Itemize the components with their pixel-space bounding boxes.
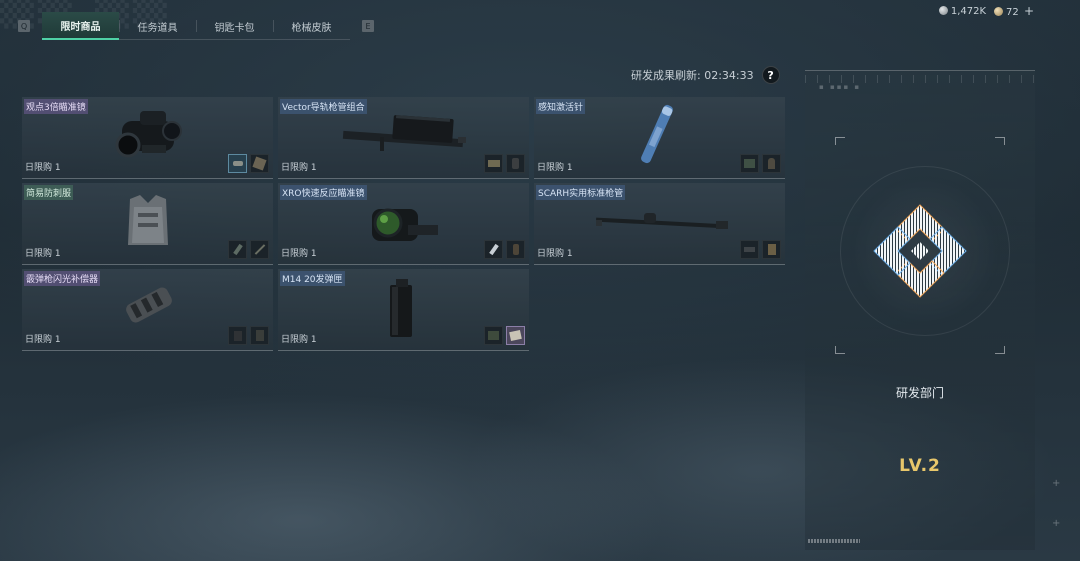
tab-quest-items[interactable]: 任务道具 — [119, 12, 196, 40]
dept-emblem-icon — [873, 204, 967, 298]
vest-icon — [128, 195, 168, 245]
paper-icon[interactable] — [250, 326, 269, 345]
wrapped-package-icon[interactable] — [250, 154, 269, 173]
red-dot-sight-icon — [372, 208, 438, 241]
injector-icon — [641, 104, 673, 164]
box-icon[interactable] — [762, 240, 781, 259]
item-name: 霰弹枪闪光补偿器 — [24, 271, 101, 286]
item-card[interactable]: SCARH实用标准枪管 日限购 1 — [534, 183, 785, 265]
documents-icon[interactable] — [506, 326, 525, 345]
material-slots — [228, 326, 269, 345]
gear-part-icon[interactable] — [740, 154, 759, 173]
item-name: M14 20发弹匣 — [280, 271, 345, 286]
hud-crosshair: + — [1052, 478, 1061, 489]
material-slots — [228, 154, 269, 173]
next-tab-key-hint[interactable]: E — [362, 20, 374, 32]
daily-limit: 日限购 1 — [25, 249, 61, 259]
department-level: LV.2 — [899, 456, 941, 476]
item-name: Vector导轨枪管组合 — [280, 99, 367, 114]
daily-limit: 日限购 1 — [281, 335, 317, 345]
refresh-label: 研发成果刷新: 02:34:33 — [631, 69, 754, 82]
key-icon[interactable] — [484, 240, 503, 259]
tab-limited-items[interactable]: 限时商品 — [42, 12, 119, 40]
material-slots — [484, 154, 525, 173]
gold-coin-icon — [994, 7, 1004, 16]
daily-limit: 日限购 1 — [537, 163, 573, 173]
long-barrel-icon — [595, 213, 728, 229]
pliers-icon[interactable] — [228, 154, 247, 173]
hud-decoration: ▪ ▪▪▪ ▪ — [819, 83, 862, 91]
bottle-icon[interactable] — [506, 240, 525, 259]
hud-crosshair: + — [1052, 518, 1061, 529]
item-grid: 观点3倍瞄准镜 日限购 1 Vector导轨枪管组合 日限购 1 感知激活针 — [22, 97, 785, 351]
frame-corner — [835, 137, 845, 145]
refresh-timer: 研发成果刷新: 02:34:33 ? — [631, 66, 780, 84]
rail-barrel-icon — [342, 115, 466, 151]
currency-display: 1,472K 72 + — [938, 4, 1034, 18]
magazine-icon — [390, 279, 412, 337]
silver-currency: 1,472K — [938, 5, 987, 17]
canister-icon[interactable] — [506, 154, 525, 173]
hud-tick-strip — [805, 75, 1035, 83]
item-card[interactable]: 感知激活针 日限购 1 — [534, 97, 785, 179]
item-card[interactable]: M14 20发弹匣 日限购 1 — [278, 269, 529, 351]
compensator-icon — [126, 287, 172, 323]
category-tab-bar: Q 限时商品 任务道具 钥匙卡包 枪械皮肤 E — [18, 12, 374, 40]
item-card[interactable]: Vector导轨枪管组合 日限购 1 — [278, 97, 529, 179]
daily-limit: 日限购 1 — [25, 335, 61, 345]
add-currency-button[interactable]: + — [1023, 4, 1034, 18]
panel-scroll-indicator — [808, 539, 860, 543]
item-name: XRO快速反应瞄准镜 — [280, 185, 367, 200]
frame-corner — [835, 346, 845, 354]
daily-limit: 日限购 1 — [281, 163, 317, 173]
scope-3x-icon — [115, 111, 182, 158]
tab-keycard-packs[interactable]: 钥匙卡包 — [196, 12, 273, 40]
item-name: 观点3倍瞄准镜 — [24, 99, 88, 114]
material-slots — [740, 154, 781, 173]
daily-limit: 日限购 1 — [25, 163, 61, 173]
daily-limit: 日限购 1 — [537, 249, 573, 259]
tabs: 限时商品 任务道具 钥匙卡包 枪械皮肤 — [42, 12, 350, 40]
item-card[interactable]: 观点3倍瞄准镜 日限购 1 — [22, 97, 273, 179]
material-slots — [484, 326, 525, 345]
gold-amount: 72 — [1006, 7, 1019, 18]
material-slots — [228, 240, 269, 259]
material-slots — [740, 240, 781, 259]
prev-tab-key-hint[interactable]: Q — [18, 20, 30, 32]
silver-coin-icon — [938, 5, 948, 15]
pistol-icon[interactable] — [740, 240, 759, 259]
department-name: 研发部门 — [895, 386, 944, 400]
department-panel: ▪ ▪▪▪ ▪ 研发部门 LV.2 — [805, 70, 1035, 550]
tin-icon[interactable] — [228, 326, 247, 345]
rod-icon[interactable] — [250, 240, 269, 259]
cash-icon[interactable] — [484, 154, 503, 173]
frame-corner — [995, 137, 1005, 145]
item-name: 简易防刺服 — [24, 185, 74, 200]
help-button[interactable]: ? — [761, 66, 780, 84]
tab-weapon-skins[interactable]: 枪械皮肤 — [273, 12, 350, 40]
item-name: SCARH实用标准枪管 — [536, 185, 626, 200]
gold-currency: 72 + — [994, 4, 1034, 18]
item-name: 感知激活针 — [536, 99, 586, 114]
silver-amount: 1,472K — [950, 5, 987, 17]
figurine-icon[interactable] — [762, 154, 781, 173]
flashlight-icon[interactable] — [228, 240, 247, 259]
material-slots — [484, 240, 525, 259]
frame-corner — [995, 346, 1005, 354]
daily-limit: 日限购 1 — [281, 249, 317, 259]
ammo-box-icon[interactable] — [484, 326, 503, 345]
item-card[interactable]: 简易防刺服 日限购 1 — [22, 183, 273, 265]
item-card[interactable]: 霰弹枪闪光补偿器 日限购 1 — [22, 269, 273, 351]
item-card[interactable]: XRO快速反应瞄准镜 日限购 1 — [278, 183, 529, 265]
